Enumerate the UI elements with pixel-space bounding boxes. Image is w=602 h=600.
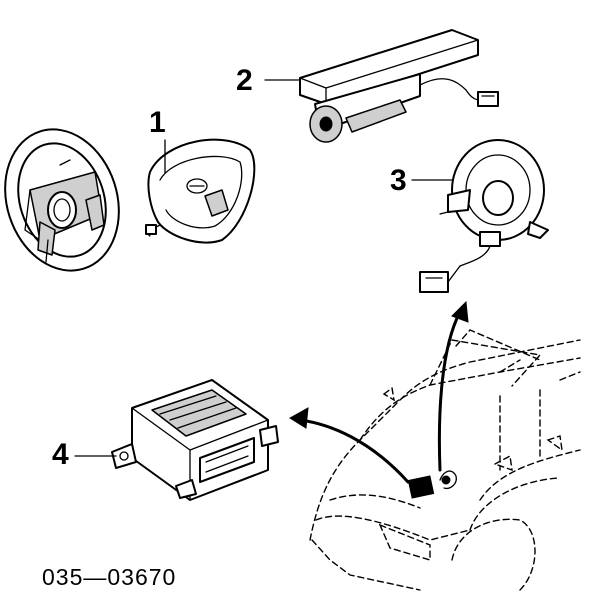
callout-4: 4 [52, 438, 69, 471]
driver-airbag-module [145, 138, 256, 244]
airbag-control-unit [74, 379, 279, 501]
callout-2: 2 [236, 64, 253, 97]
callout-3: 3 [390, 164, 407, 197]
clock-spring [411, 139, 549, 293]
callout-1: 1 [149, 106, 166, 139]
passenger-airbag-module [264, 29, 499, 143]
part-code: 035—03670 [42, 564, 177, 590]
location-arrows [289, 300, 469, 484]
steering-wheel-illustration [4, 128, 120, 272]
vehicle-outline [309, 329, 581, 591]
